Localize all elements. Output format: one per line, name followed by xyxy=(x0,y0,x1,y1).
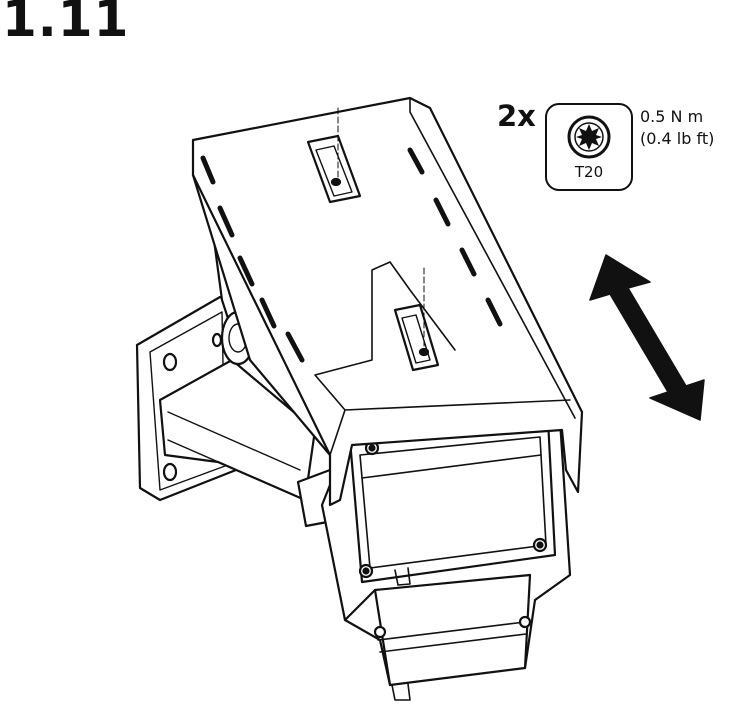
fastener-quantity: 2x xyxy=(497,99,536,133)
mount-hole-icon xyxy=(162,352,178,372)
torx-bit-icon xyxy=(567,115,611,159)
mount-hole-icon xyxy=(162,462,178,482)
torque-spec: 0.5 N m (0.4 lb ft) xyxy=(640,106,714,150)
torque-metric: 0.5 N m xyxy=(640,107,704,126)
double-headed-arrow-icon xyxy=(589,254,705,421)
torque-imperial: (0.4 lb ft) xyxy=(640,129,715,148)
tool-callout: T20 xyxy=(545,103,633,191)
screw-icon xyxy=(518,615,532,629)
screw-icon xyxy=(373,625,387,639)
screw-slot-upper xyxy=(306,107,362,204)
screw-slot-lower xyxy=(393,267,440,372)
tool-label: T20 xyxy=(574,163,604,181)
step-number: 1.11 xyxy=(2,0,130,48)
vent-slots xyxy=(200,147,503,363)
mount-hole-icon xyxy=(211,332,223,348)
sun-shield xyxy=(191,96,584,507)
